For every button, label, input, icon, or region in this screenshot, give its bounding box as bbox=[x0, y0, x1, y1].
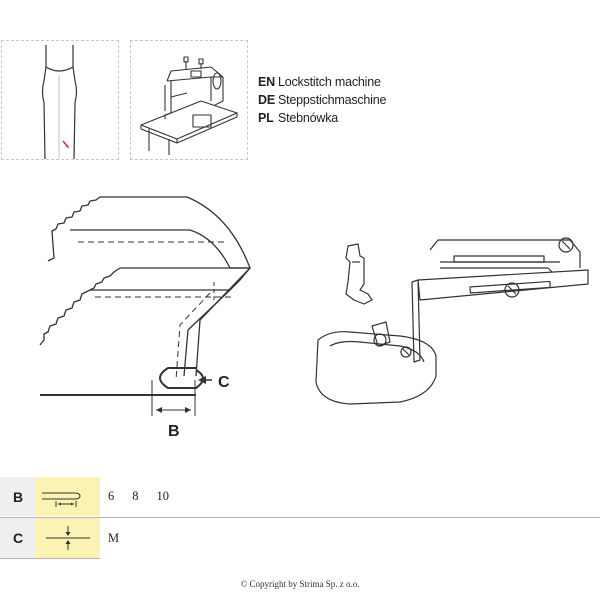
table-divider bbox=[0, 517, 600, 518]
table-divider bbox=[0, 558, 100, 559]
value-cell: 6 bbox=[108, 489, 115, 503]
row-values-c: M bbox=[108, 531, 137, 546]
hemmer-attachment-illustration bbox=[315, 237, 589, 405]
row-label-c: C bbox=[0, 518, 36, 558]
language-text: Stebnówka bbox=[278, 111, 339, 125]
language-code: PL bbox=[258, 111, 274, 125]
material-thickness-icon bbox=[46, 526, 90, 550]
row-label-b: B bbox=[0, 477, 36, 516]
sewing-machine-icon bbox=[140, 56, 238, 155]
fabric-fold-illustration bbox=[39, 196, 251, 416]
value-cell: M bbox=[108, 531, 120, 545]
row-values-b: 6 8 10 bbox=[108, 489, 187, 504]
label-b: B bbox=[168, 423, 180, 440]
language-text: Steppstichmaschine bbox=[278, 93, 387, 107]
value-cell: 10 bbox=[156, 489, 170, 503]
dress-icon bbox=[41, 45, 78, 160]
fold-width-icon bbox=[42, 492, 81, 507]
language-line-pl: PL Stebnówka bbox=[258, 109, 338, 127]
row-icon-c bbox=[36, 518, 100, 558]
garment-thumbnail bbox=[1, 40, 119, 160]
row-icon-b bbox=[36, 477, 100, 516]
copyright-notice: © Copyright by Strima Sp. z o.o. bbox=[240, 579, 360, 589]
label-c: C bbox=[218, 374, 230, 391]
value-cell: 8 bbox=[132, 489, 139, 503]
hemmer-diagram: C B bbox=[39, 196, 589, 440]
language-text: Lockstitch machine bbox=[278, 75, 381, 89]
language-code: DE bbox=[258, 93, 275, 107]
language-code: EN bbox=[258, 75, 275, 89]
machine-thumbnail bbox=[130, 40, 248, 160]
